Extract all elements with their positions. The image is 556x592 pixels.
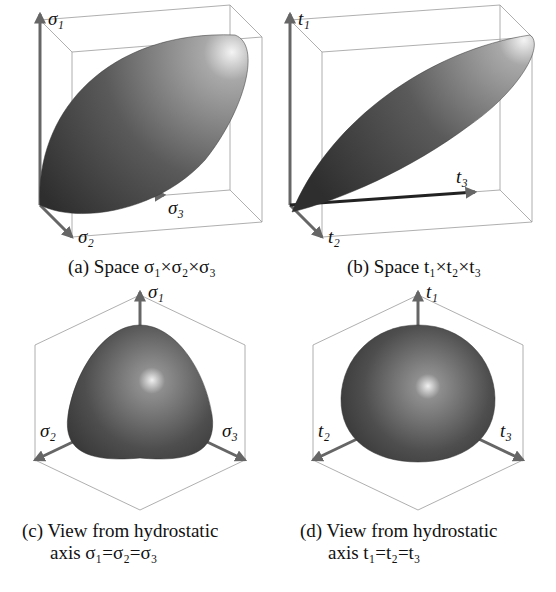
axis-label: σ₂ bbox=[40, 420, 56, 442]
subfigure-caption: (b) Space t₁×t₂×t₃ bbox=[275, 256, 553, 278]
subfigure-caption: (d) View from hydrostatic axis t₁=t₂=t₃ bbox=[300, 520, 515, 564]
axis-label: σ₁ bbox=[148, 281, 164, 303]
axis-label: t₂ bbox=[328, 226, 340, 248]
yield-surface bbox=[341, 325, 495, 462]
axis-label: σ₁ bbox=[48, 8, 64, 30]
axis-label: t₁ bbox=[298, 8, 310, 30]
axis-label: σ₃ bbox=[222, 420, 238, 442]
axis-label: σ₂ bbox=[78, 226, 94, 248]
axis-label: t₁ bbox=[426, 281, 438, 303]
axis-label: t₃ bbox=[500, 420, 512, 442]
axis-line bbox=[289, 14, 292, 205]
bounding-box bbox=[35, 295, 245, 510]
axis-label: t₃ bbox=[456, 166, 468, 188]
yield-surface bbox=[40, 35, 248, 214]
subfigure-caption: (c) View from hydrostatic axis σ₁=σ₂=σ₃ bbox=[22, 520, 237, 564]
axis-label: t₂ bbox=[318, 420, 330, 442]
yield-surface bbox=[292, 35, 534, 212]
axis-label: σ₃ bbox=[168, 197, 184, 219]
bounding-box bbox=[313, 295, 523, 510]
subfigure-caption: (a) Space σ₁×σ₂×σ₃ bbox=[3, 256, 281, 278]
yield-surface bbox=[67, 325, 212, 459]
bounding-box bbox=[40, 5, 262, 237]
